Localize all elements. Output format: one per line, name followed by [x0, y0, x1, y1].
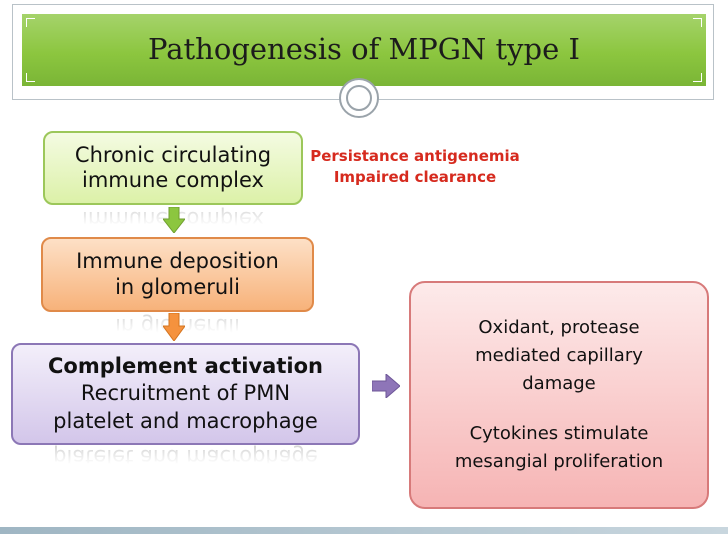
ring-icon	[339, 78, 379, 118]
step3-reflection-text: platelet and macrophage	[53, 445, 318, 469]
title-banner: Pathogenesis of MPGN type I	[22, 14, 706, 86]
step-chronic-immune-complex: Chronic circulating immune complex	[43, 131, 303, 205]
outcome-line1: Oxidant, protease	[478, 317, 640, 339]
step1-line1: Chronic circulating	[74, 142, 272, 167]
step3-line1: Complement activation	[48, 354, 323, 379]
step3-reflection: platelet and macrophage	[11, 445, 360, 469]
footer-bar	[0, 527, 728, 534]
cause-note: Persistance antigenemia Impaired clearan…	[306, 146, 524, 188]
outcome-box: Oxidant, protease mediated capillary dam…	[409, 281, 709, 509]
step1-line2: immune complex	[82, 168, 264, 192]
outcome-line5: mesangial proliferation	[454, 450, 664, 472]
outcome-line2: mediated capillary	[475, 345, 643, 367]
down-arrow-icon	[163, 207, 185, 233]
step-immune-deposition: Immune deposition in glomeruli	[41, 237, 314, 312]
step-complement-activation: Complement activation Recruitment of PMN…	[11, 343, 360, 445]
outcome-line3: damage	[522, 373, 596, 395]
corner-mark	[693, 18, 702, 27]
outcome-line4: Cytokines stimulate	[469, 422, 649, 444]
slide-title: Pathogenesis of MPGN type I	[148, 32, 580, 66]
corner-mark	[26, 18, 35, 27]
down-arrow-icon	[163, 313, 185, 341]
note-line2: Impaired clearance	[333, 168, 497, 186]
corner-mark	[26, 73, 35, 82]
note-line1: Persistance antigenemia	[310, 147, 520, 165]
step3-line3: platelet and macrophage	[53, 408, 318, 433]
step3-line2: Recruitment of PMN	[80, 381, 291, 406]
right-arrow-icon	[372, 374, 400, 398]
corner-mark	[693, 73, 702, 82]
step2-line2: in glomeruli	[115, 274, 240, 299]
step2-line1: Immune deposition	[76, 249, 279, 274]
